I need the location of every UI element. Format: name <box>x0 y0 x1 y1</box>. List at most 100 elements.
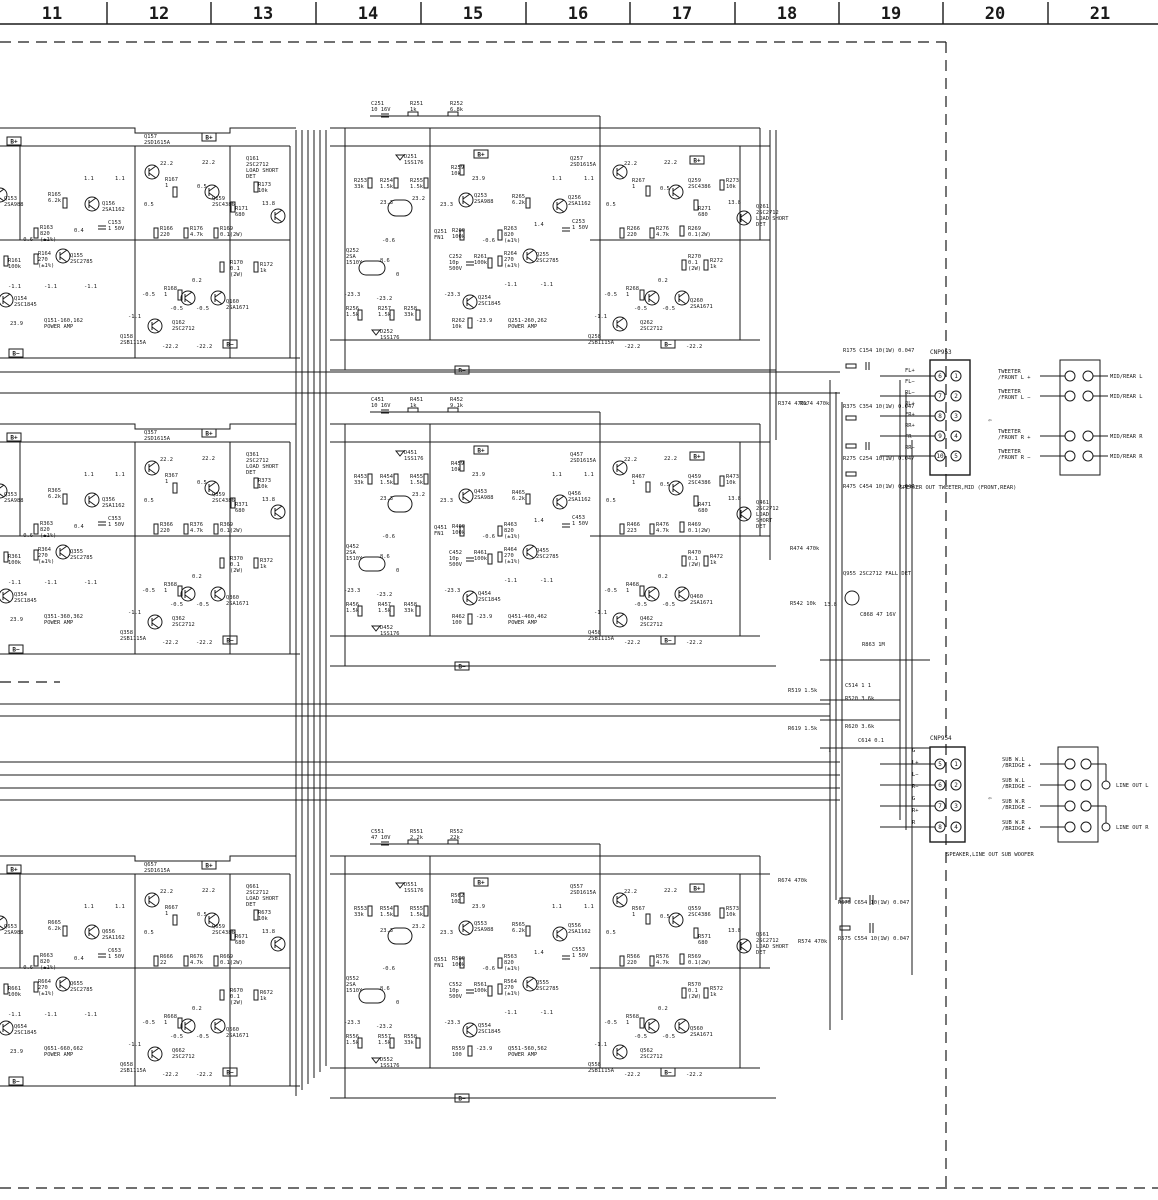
resistor <box>415 1037 421 1049</box>
voltage-label: 0.5 <box>197 480 207 486</box>
wire <box>148 461 157 468</box>
connector-pin <box>1080 758 1092 770</box>
wire <box>556 199 565 206</box>
wire <box>0 916 5 921</box>
pin-number: 1 <box>954 761 958 768</box>
rail-box <box>454 365 470 375</box>
pin-number: 2 <box>954 782 958 789</box>
wire <box>740 218 749 225</box>
transistor <box>0 1020 14 1036</box>
voltage-label: 0.4 <box>74 956 84 962</box>
transistor <box>612 164 628 180</box>
arrow-icon: ⇦ <box>988 795 992 802</box>
wire <box>462 193 471 200</box>
voltage-label: -22.2 <box>196 1072 212 1078</box>
connector-pin <box>1064 779 1076 791</box>
rail-bplus: B+ <box>693 886 701 893</box>
wire <box>648 291 657 298</box>
transistor <box>84 196 100 212</box>
pin-number: 5 <box>938 761 942 768</box>
rail-box <box>6 136 22 146</box>
resistor <box>389 309 395 321</box>
wire <box>466 591 475 598</box>
wire <box>616 468 625 475</box>
transistor <box>144 164 160 180</box>
wire <box>672 920 681 927</box>
resistor <box>213 955 219 967</box>
transistor <box>270 936 286 952</box>
resistor <box>679 953 685 965</box>
cnp953-label: CNP953 <box>930 349 952 356</box>
resistor <box>719 179 725 191</box>
line-out-label: LINE OUT L <box>1116 783 1148 789</box>
sub-label: SUB W.R/BRIDGE + <box>1002 820 1032 832</box>
wire <box>462 928 471 935</box>
voltage-label: 22.2 <box>624 161 637 167</box>
voltage-label: 23.9 <box>472 176 485 182</box>
resistor <box>719 907 725 919</box>
zone-label: 19 <box>881 4 901 24</box>
cnp953-connector <box>929 359 971 476</box>
rail-bminus: B− <box>12 1079 20 1086</box>
resistor <box>253 989 259 1001</box>
transistor <box>736 506 752 522</box>
wire <box>208 488 217 495</box>
zone-label: 13 <box>253 4 273 24</box>
c868-label: C868 47 16V <box>860 612 896 618</box>
voltage-label: 1.1 <box>84 176 94 182</box>
signal-label: RL+ <box>905 401 915 407</box>
voltage-label: 0.5 <box>197 184 207 190</box>
rail-bminus: B− <box>12 647 20 654</box>
wire <box>184 298 193 305</box>
transistor <box>458 920 474 936</box>
wire <box>208 192 217 199</box>
wire <box>678 587 687 594</box>
wire <box>0 855 296 862</box>
resistor <box>213 523 219 535</box>
rail-box <box>201 860 217 870</box>
resistor <box>153 955 159 967</box>
voltage-label: 1.1 <box>115 472 125 478</box>
wire <box>148 172 157 179</box>
voltage-label: -0.6 <box>20 237 33 243</box>
signal-label: RR− <box>905 445 915 451</box>
resistor <box>33 955 39 967</box>
voltage-label: 22.2 <box>624 457 637 463</box>
speaker-label: MID/REAR R <box>1110 454 1143 460</box>
wire <box>466 302 475 309</box>
wire <box>462 496 471 503</box>
rail-box <box>473 149 489 159</box>
resistor <box>415 309 421 321</box>
transistor <box>644 1018 660 1034</box>
r474-label: R474 470k <box>790 546 820 552</box>
